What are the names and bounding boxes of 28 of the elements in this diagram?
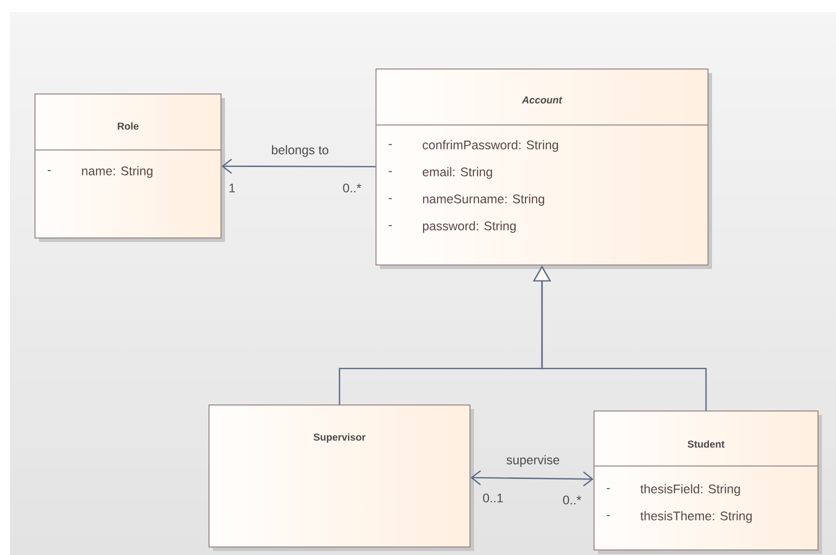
attribute-text: confrimPassword: String (422, 140, 558, 152)
class-box (208, 404, 474, 551)
class-box (594, 410, 822, 554)
visibility-marker: - (388, 225, 392, 226)
class-box (376, 68, 712, 269)
class-name: Supervisor (314, 433, 366, 443)
class-name: Account (522, 96, 562, 104)
visibility-marker: - (606, 488, 610, 490)
multiplicity-label: 0..* (343, 184, 362, 192)
edge-label: supervise (506, 455, 560, 467)
attribute-text: email: String (422, 167, 492, 179)
visibility-marker: - (606, 515, 610, 516)
class-name: Student (688, 440, 724, 448)
association-arrow (222, 158, 376, 174)
attribute-text: nameSurname: String (423, 194, 544, 206)
attribute-text: thesisTheme: String (640, 511, 752, 523)
visibility-marker: - (388, 198, 392, 200)
multiplicity-label: 0..* (563, 496, 582, 504)
edge-label: belongs to (272, 145, 328, 157)
visibility-marker: - (48, 170, 51, 172)
visibility-marker: - (388, 144, 392, 146)
attribute-text: password: String (423, 221, 516, 233)
attribute-text: thesisField: String (640, 484, 740, 496)
class-name: Role (118, 122, 138, 130)
association-arrow (470, 470, 594, 487)
attribute-text: name: String (82, 166, 152, 178)
visibility-marker: - (388, 171, 392, 172)
class-box (34, 94, 225, 242)
